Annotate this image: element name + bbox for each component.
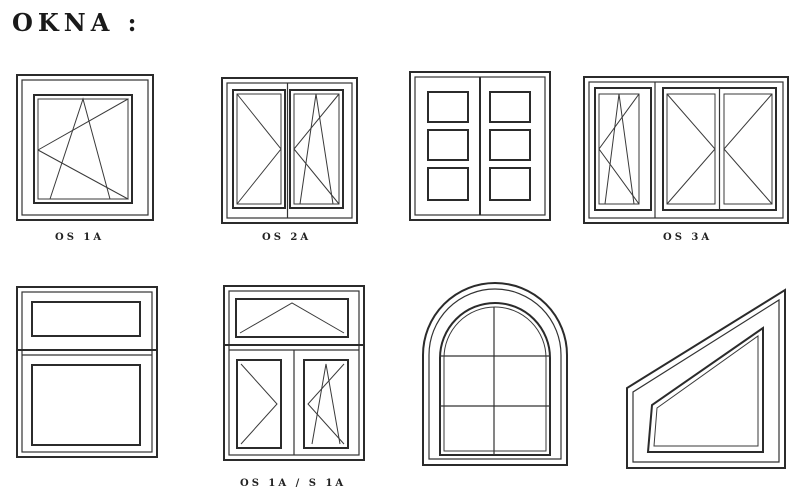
window-os-1a <box>16 74 154 221</box>
window-arched <box>422 282 568 466</box>
window-transom-fixed <box>16 286 158 458</box>
window-os-3a <box>583 76 789 224</box>
window-label-os-3a: OS 3A <box>663 232 713 243</box>
window-six-pane <box>409 71 551 221</box>
window-os-1a-s-1a <box>223 285 365 461</box>
window-label-os-1a: OS 1A <box>55 232 105 243</box>
window-label-os-1a-s-1a: OS 1A / S 1A <box>240 478 347 489</box>
window-trapezoid <box>626 288 786 469</box>
window-label-os-2a: OS 2A <box>262 232 312 243</box>
page-title: OKNA : <box>12 8 142 37</box>
window-os-2a <box>221 77 358 224</box>
